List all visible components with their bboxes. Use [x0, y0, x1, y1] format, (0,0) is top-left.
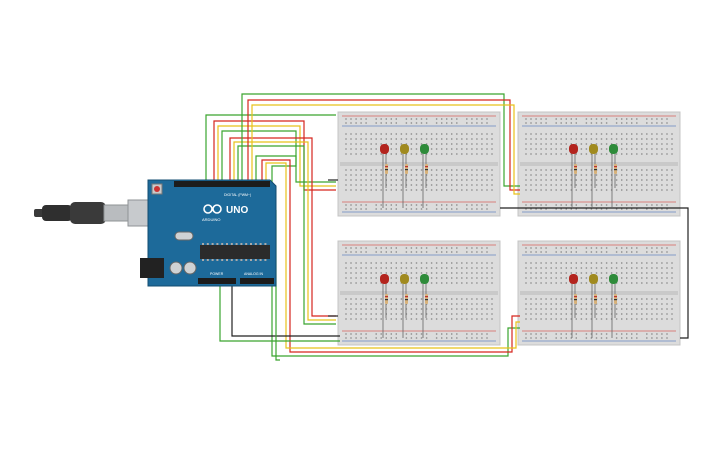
resistor[interactable] [405, 164, 408, 174]
uno-logo-text: UNO [226, 205, 248, 216]
breadboard-holes [525, 118, 673, 210]
resistor[interactable] [594, 164, 597, 174]
capacitor [183, 261, 197, 275]
black-wire[interactable] [231, 283, 340, 337]
power-header[interactable] [198, 278, 236, 284]
resistor[interactable] [425, 164, 428, 174]
breadboard-top-right[interactable] [517, 111, 681, 217]
digital-header[interactable] [174, 181, 270, 187]
green-wire[interactable] [221, 130, 336, 186]
red-wire[interactable] [229, 137, 336, 317]
reset-button-cap[interactable] [154, 186, 160, 192]
arduino-brand-text: ARDUINO [202, 217, 220, 222]
resistor[interactable] [385, 164, 388, 174]
breadboards-layer [337, 111, 681, 346]
breadboard-bottom-right[interactable] [517, 240, 681, 346]
digital-label: DIGITAL (PWM~) [224, 193, 251, 197]
usb-cable[interactable] [34, 199, 165, 227]
green-led[interactable] [420, 274, 429, 338]
breadboard-top-left[interactable] [337, 111, 501, 217]
wires-layer [205, 93, 689, 361]
resistor[interactable] [614, 294, 617, 304]
yellow-wire[interactable] [233, 141, 336, 321]
green-wire[interactable] [241, 93, 520, 187]
green-led[interactable] [420, 144, 429, 208]
resistor[interactable] [574, 164, 577, 174]
power-jack[interactable] [140, 258, 164, 278]
yellow-led[interactable] [589, 144, 598, 208]
breadboard-holes [345, 247, 493, 339]
green-wire[interactable] [205, 114, 336, 186]
crystal [174, 231, 194, 241]
resistor[interactable] [405, 294, 408, 304]
resistor[interactable] [614, 164, 617, 174]
green-wire[interactable] [275, 210, 280, 361]
microcontroller-chip [200, 245, 270, 259]
green-wire[interactable] [219, 284, 340, 342]
red-wire[interactable] [213, 120, 336, 191]
chip-pins [202, 243, 267, 261]
black-wire[interactable] [500, 207, 689, 339]
analog-label: ANALOG IN [244, 272, 264, 276]
analog-header[interactable] [240, 278, 274, 284]
capacitor [169, 261, 183, 275]
resistor[interactable] [594, 294, 597, 304]
arduino-uno[interactable]: UNO ARDUINO DIGITAL (PWM~) POWER ANALOG … [34, 179, 277, 287]
resistor[interactable] [574, 294, 577, 304]
breadboard-holes [525, 247, 673, 339]
arduino-board[interactable] [147, 179, 277, 287]
yellow-wire[interactable] [265, 162, 520, 349]
resistor[interactable] [385, 294, 388, 304]
red-wire[interactable] [247, 99, 520, 191]
breadboard-bottom-left[interactable] [337, 240, 501, 346]
arduino-logo [203, 204, 222, 214]
power-label: POWER [210, 272, 224, 276]
green-wire[interactable] [255, 155, 520, 357]
yellow-wire[interactable] [251, 104, 520, 195]
green-wire[interactable] [237, 145, 336, 325]
resistor[interactable] [425, 294, 428, 304]
components-layer [380, 144, 618, 338]
red-wire[interactable] [261, 159, 520, 353]
